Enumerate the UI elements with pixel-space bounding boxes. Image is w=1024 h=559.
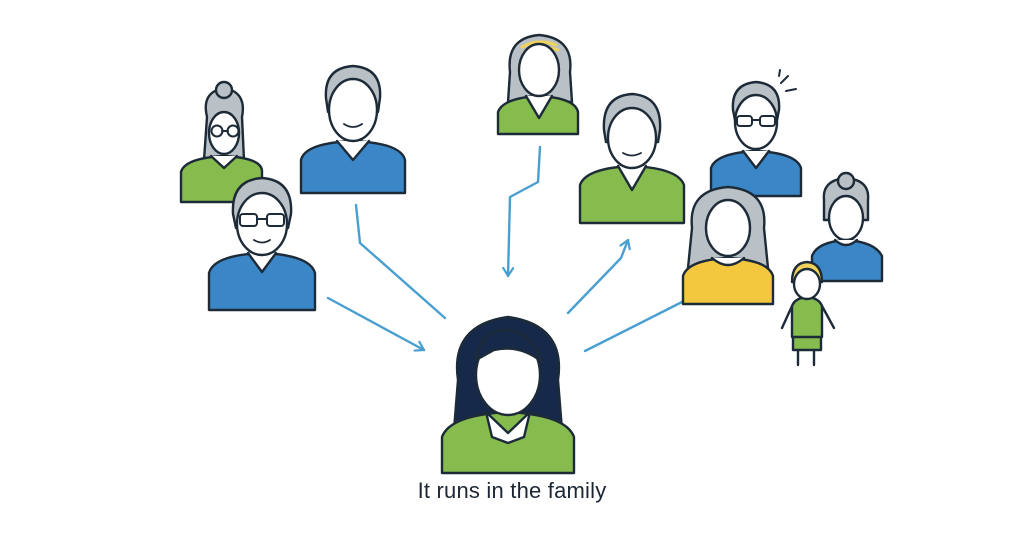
arrow-yellow-to-center <box>583 298 688 353</box>
face <box>327 77 379 143</box>
woman-blue-bun-figure <box>810 171 884 283</box>
collar <box>524 94 554 120</box>
central-woman-figure <box>440 315 576 475</box>
arrow-center-to-man-green <box>566 238 628 315</box>
arrow-grandmother-to-center <box>326 296 426 350</box>
glasses-icon <box>736 115 776 127</box>
smile <box>622 152 642 157</box>
smile <box>253 239 271 244</box>
face <box>704 198 752 258</box>
face <box>235 191 289 257</box>
arm-left <box>780 304 794 330</box>
shirt <box>790 295 824 339</box>
face <box>792 267 822 301</box>
caption-text: It runs in the family <box>417 478 607 503</box>
face <box>733 93 779 151</box>
child-figure <box>780 260 836 367</box>
hair-bun <box>836 171 856 191</box>
woman-top-figure <box>496 33 580 136</box>
arrow-grandfather-to-center <box>354 203 447 320</box>
grandmother-glasses-figure <box>179 80 264 204</box>
sparkle-icon <box>778 69 797 92</box>
collar <box>484 410 532 445</box>
neckline <box>833 238 859 247</box>
glasses-icon <box>239 213 285 227</box>
face <box>606 106 658 170</box>
glasses-icon <box>210 124 240 138</box>
arm-right <box>820 304 836 330</box>
grandmother-blue-glasses-figure <box>207 176 317 312</box>
collar <box>246 251 278 274</box>
collar <box>209 154 239 170</box>
arrow-woman-top-to-center <box>508 145 542 278</box>
hair-fringe <box>474 328 544 364</box>
woman-yellow-figure <box>681 185 775 306</box>
collar <box>616 164 648 192</box>
face <box>207 110 241 156</box>
hair-bun <box>214 80 234 100</box>
man-green-figure <box>578 92 686 225</box>
face <box>517 42 561 98</box>
neckline <box>710 256 746 267</box>
face <box>827 194 865 242</box>
grandfather-blue-figure <box>299 64 407 195</box>
smile <box>343 123 363 128</box>
collar <box>741 149 771 170</box>
collar <box>335 139 371 162</box>
grandfather-blue-glasses-figure <box>709 69 803 198</box>
